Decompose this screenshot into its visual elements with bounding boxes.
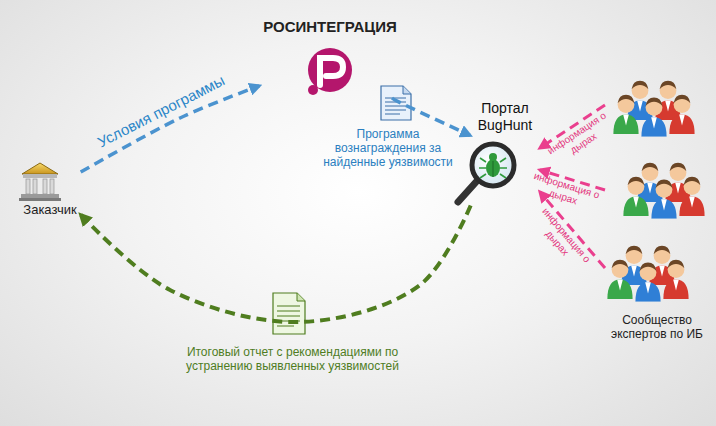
arrow-label: информация о дырах <box>530 170 602 212</box>
diagram-node: Заказчик <box>19 158 80 220</box>
diagram-node: Сообщество экспертов по ИБ <box>605 75 709 344</box>
arrow-label: Программа вознаграждения за найденные уя… <box>318 128 458 169</box>
diagram-node: РОСИНТЕГРАЦИЯ <box>259 16 401 98</box>
arrow-label: Условия программы <box>94 71 227 150</box>
bank-icon <box>19 163 61 201</box>
dashed-arrow <box>81 206 471 322</box>
document-icon <box>381 86 411 120</box>
diagram-node: Портал BugHunt <box>470 98 540 206</box>
arrow-label: информация о дырах <box>546 110 615 167</box>
node-label: Заказчик <box>23 202 76 218</box>
node-label: РОСИНТЕГРАЦИЯ <box>263 18 397 36</box>
report-icon <box>273 293 305 334</box>
expert-group <box>607 81 704 302</box>
arrow-label: информация о дырах <box>531 206 593 273</box>
arrow-label: Итоговый отчет с рекомендациями по устра… <box>180 346 405 374</box>
company-logo <box>308 48 352 95</box>
node-label: Портал BugHunt <box>470 100 540 134</box>
node-label: Сообщество экспертов по ИБ <box>605 313 709 342</box>
magnifier-icon <box>458 144 514 202</box>
